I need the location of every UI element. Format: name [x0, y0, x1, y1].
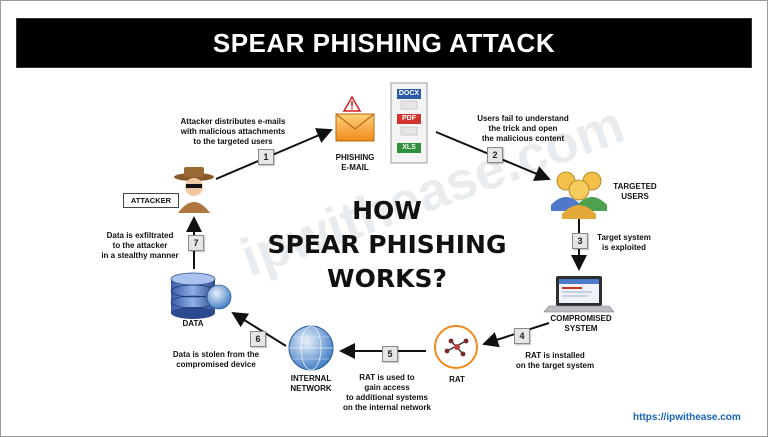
- arrow-6: [231, 311, 287, 347]
- attacker-icon: [174, 167, 214, 213]
- step-2-badge: 2: [487, 147, 503, 163]
- node-label-data: DATA: [182, 319, 204, 328]
- file-type-pdf: PDF: [402, 115, 416, 122]
- database-icon: [170, 272, 232, 319]
- step-6-badge: 6: [250, 331, 266, 347]
- step-4-badge: 4: [514, 328, 530, 344]
- laptop-icon: [543, 276, 615, 313]
- step-1-text: Attacker distributes e-mails with malici…: [180, 117, 286, 146]
- step-1-badge: 1: [258, 149, 274, 165]
- node-label-targeted-users: TARGETED USERS: [613, 182, 657, 201]
- node-label-rat: RAT: [449, 375, 465, 384]
- website-link[interactable]: https://ipwithease.com: [633, 412, 741, 423]
- page-title: SPEAR PHISHING ATTACK: [212, 28, 556, 58]
- step-3-badge: 3: [572, 233, 588, 249]
- center-heading-line3: WORKS?: [327, 264, 447, 293]
- step-5-badge: 5: [382, 346, 398, 362]
- step-3-text: Target system is exploited: [597, 233, 651, 252]
- step-7-text: Data is exfiltrated to the attacker in a…: [101, 231, 179, 260]
- step-6-text: Data is stolen from the compromised devi…: [172, 350, 260, 369]
- targeted-users-icon: [551, 171, 607, 219]
- network-globe-icon: [288, 325, 334, 371]
- step-4-text: RAT is installed on the target system: [515, 351, 595, 370]
- center-heading-line2: SPEAR PHISHING: [267, 230, 507, 259]
- node-label-attacker: ATTACKER: [123, 193, 179, 208]
- phishing-email-icon: [335, 95, 375, 142]
- attachments-icon: [390, 82, 428, 164]
- rat-icon: [434, 325, 478, 369]
- node-label-internal-network: INTERNAL NETWORK: [290, 374, 332, 393]
- step-5-text: RAT is used to gain access to additional…: [342, 373, 431, 412]
- file-type-docx: DOCX: [398, 90, 420, 97]
- node-label-compromised-system: COMPROMISED SYSTEM: [550, 314, 612, 333]
- step-7-badge: 7: [188, 235, 204, 251]
- step-2-text: Users fail to understand the trick and o…: [477, 114, 569, 143]
- center-heading-line1: HOW: [352, 196, 422, 225]
- file-type-xls: XLS: [402, 144, 416, 151]
- node-label-phishing-email: PHISHING E-MAIL: [335, 153, 375, 172]
- title-banner: SPEAR PHISHING ATTACK: [16, 18, 752, 68]
- center-heading: HOW SPEAR PHISHING WORKS?: [259, 194, 515, 296]
